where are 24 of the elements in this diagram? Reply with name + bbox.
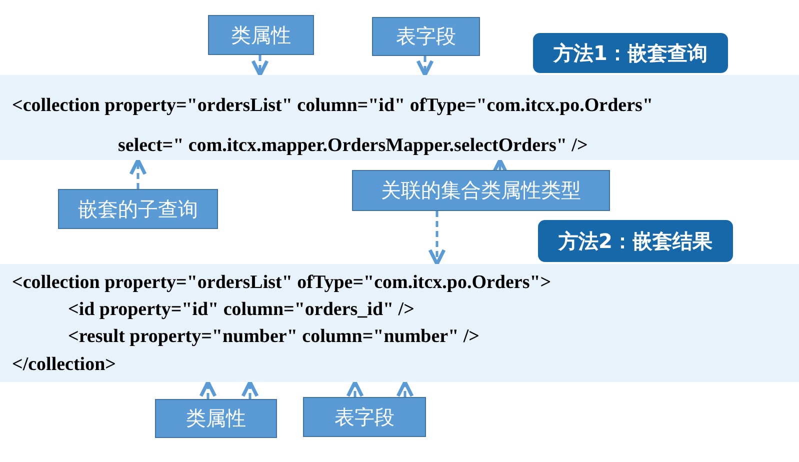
arrow [416, 56, 434, 77]
arrow [396, 380, 414, 398]
code-panel [0, 75, 799, 160]
arrow [346, 380, 364, 398]
label-box: 关联的集合类属性类型 [352, 170, 610, 211]
code-line: <id property="id" column="orders_id" /> [68, 299, 414, 321]
code-line: </collection> [12, 354, 116, 376]
arrow [241, 380, 259, 399]
label-box: 表字段 [303, 397, 426, 437]
code-panel [0, 264, 799, 382]
heading-box: 方法2：嵌套结果 [538, 220, 733, 262]
label-box: 类属性 [208, 15, 314, 55]
arrow [129, 158, 147, 189]
heading-box: 方法1：嵌套查询 [533, 33, 728, 73]
arrow [428, 211, 446, 266]
label-box: 嵌套的子查询 [58, 189, 218, 229]
code-line: <collection property="ordersList" column="id" ofType="com.itcx.po.Orders" [12, 95, 653, 117]
code-line: <collection property="ordersList" ofType="com.itcx.po.Orders"> [12, 272, 552, 294]
code-line: <result property="number" column="number" /> [68, 326, 480, 348]
label-box: 表字段 [372, 17, 480, 56]
label-box: 类属性 [155, 399, 277, 438]
arrow [199, 380, 217, 399]
code-line: select=" com.itcx.mapper.OrdersMapper.selectOrders" /> [118, 135, 588, 157]
arrow [251, 55, 269, 77]
